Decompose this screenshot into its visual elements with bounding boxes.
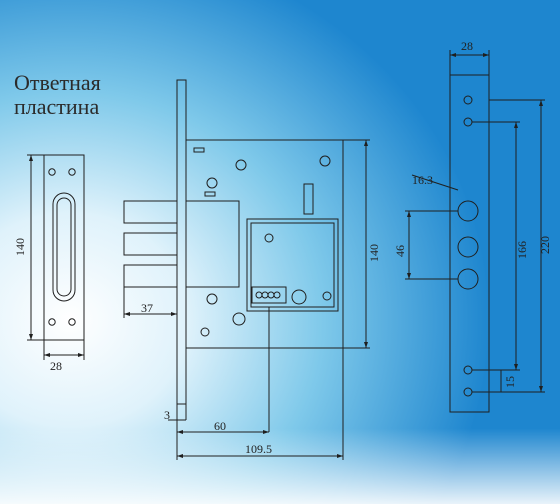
dim-bolt-projection: 37 [141, 301, 153, 315]
faceplate-dimensions [405, 50, 545, 393]
dim-backset: 60 [214, 419, 226, 433]
dimension-arrows [29, 53, 543, 458]
dim-inner-height: 166 [515, 241, 529, 259]
dim-strike-height: 140 [13, 238, 27, 256]
strike-plate-title-line1: Ответная [14, 70, 101, 95]
dim-hole-diameter: 16.3 [412, 173, 433, 187]
dim-case-height: 140 [367, 244, 381, 262]
dim-strike-width: 28 [50, 359, 62, 373]
strike-plate-dimensions [27, 154, 85, 360]
dim-faceplate-width: 28 [461, 39, 473, 53]
strike-plate-title-line2: пластина [14, 94, 100, 119]
dim-bolt-spacing: 46 [393, 245, 407, 257]
dim-case-depth: 109.5 [245, 442, 272, 456]
dim-faceplate-height: 220 [538, 236, 552, 254]
lock-body [123, 79, 344, 405]
strike-plate [43, 154, 85, 341]
dim-faceplate-thickness: 3 [164, 408, 170, 422]
faceplate [449, 74, 490, 413]
dim-screw-spacing: 15 [503, 376, 517, 388]
